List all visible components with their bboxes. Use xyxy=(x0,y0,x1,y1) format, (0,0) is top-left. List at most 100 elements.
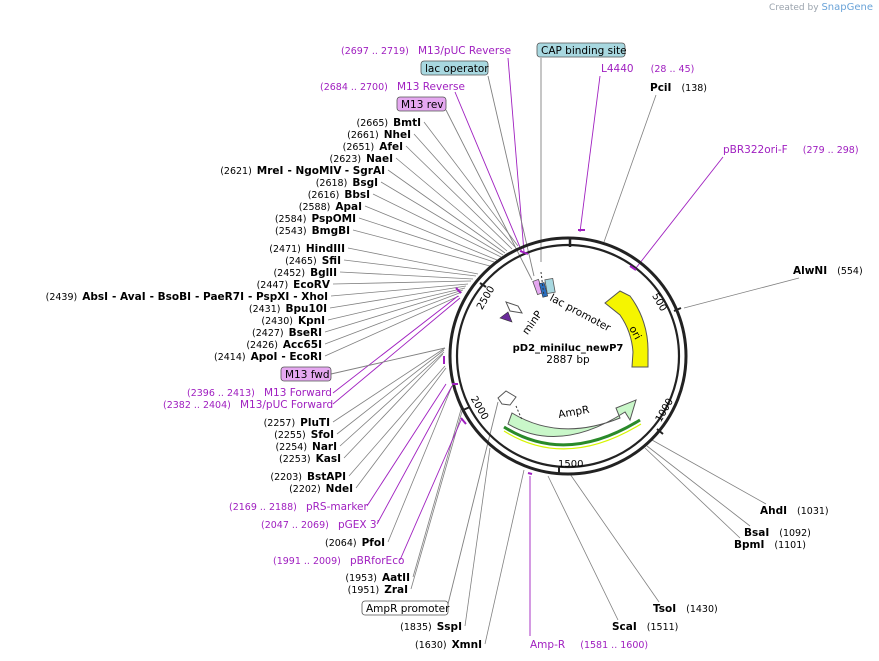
restriction-site-14[interactable]: (2439)AbsI- AvaI- BsoBI- PaeR7I- PspXI- … xyxy=(46,291,328,303)
cap-binding-site-label: CAP binding site xyxy=(541,45,627,57)
leader-line-left-28 xyxy=(410,407,464,590)
leader-line-left-24 xyxy=(348,365,446,477)
primer-ring-marks xyxy=(443,229,637,475)
restriction-site-8[interactable]: (2584)PspOMI xyxy=(275,213,356,225)
ampr-promoter-arrow[interactable] xyxy=(497,390,517,406)
restriction-site-23[interactable]: (2253)KasI xyxy=(279,453,341,465)
restriction-site-2[interactable]: (2651)AfeI xyxy=(343,141,403,153)
snapgene-logo-text: SnapGene xyxy=(821,2,873,13)
lac-operator-box[interactable]: lac operator xyxy=(420,60,489,76)
ori-feature-arrow[interactable] xyxy=(604,290,649,368)
snapgene-watermark: Created by SnapGene xyxy=(769,2,873,13)
restriction-site-26[interactable]: (2064)PfoI xyxy=(325,537,385,549)
ampr-promoter-box[interactable]: AmpR promoter xyxy=(361,600,450,616)
restriction-site-22[interactable]: (2254)NarI xyxy=(275,441,337,453)
leader-line-feature-2 xyxy=(579,75,601,233)
primer-amp-r[interactable]: Amp-R (1581 .. 1600) xyxy=(530,633,648,652)
leader-line-left-16 xyxy=(327,287,466,321)
ampr-feature-arrow[interactable] xyxy=(507,399,637,437)
lac-promoter-label: lac promoter xyxy=(548,292,614,334)
restriction-site-0[interactable]: (2665)BmtI xyxy=(357,117,421,129)
restriction-site-13[interactable]: (2447)EcoRV xyxy=(257,279,331,291)
restriction-site-29[interactable]: (1835)SspI xyxy=(400,621,462,633)
primer-m13puc-reverse[interactable]: (2697 .. 2719) M13/pUC Reverse xyxy=(341,39,511,58)
leader-line-left-1 xyxy=(413,133,516,248)
leader-line-left-14 xyxy=(330,283,469,297)
restriction-site-right-4[interactable]: BpmI(1101) xyxy=(734,539,806,551)
minp-feature-arrow[interactable] xyxy=(499,311,513,323)
primer-l4440[interactable]: L4440 (28 .. 45) xyxy=(601,57,694,76)
backbone-inner-ring xyxy=(455,243,681,469)
primer-pgex3[interactable]: (2047 .. 2069) pGEX 3' xyxy=(261,513,380,532)
restriction-site-right-6[interactable]: ScaI(1511) xyxy=(612,621,678,633)
restriction-site-28[interactable]: (1951)ZraI xyxy=(348,584,408,596)
m13-fwd-label: M13 fwd xyxy=(285,369,330,381)
restriction-site-right-5[interactable]: TsoI(1430) xyxy=(653,603,718,615)
m13-fwd-box[interactable]: M13 fwd xyxy=(280,366,332,382)
leader-line-feature-6 xyxy=(366,383,447,507)
restriction-site-right-0[interactable]: PciI(138) xyxy=(650,82,707,94)
restriction-site-27[interactable]: (1953)AatII xyxy=(345,572,410,584)
leader-lines xyxy=(324,57,800,645)
m13-rev-box[interactable]: M13 rev xyxy=(396,96,447,112)
restriction-site-12[interactable]: (2452)BglII xyxy=(273,267,337,279)
lac-promoter-dash xyxy=(540,271,545,297)
primer-pbr322ori-f[interactable]: pBR322ori-F (279 .. 298) xyxy=(723,138,859,157)
restriction-site-right-1[interactable]: AlwNI(554) xyxy=(793,265,863,277)
leader-line-right-0 xyxy=(603,94,657,243)
leader-line-feature-7 xyxy=(376,385,453,525)
restriction-site-1[interactable]: (2661)NheI xyxy=(347,129,411,141)
cap-binding-site-box[interactable]: CAP binding site xyxy=(536,42,627,58)
leader-line-left-19 xyxy=(324,295,460,357)
leader-line-feature-8 xyxy=(399,417,463,561)
backbone-outer-ring xyxy=(448,236,688,476)
primer-pbrforeco[interactable]: (1991 .. 2009) pBRforEco xyxy=(273,549,404,568)
restriction-site-15[interactable]: (2431)Bpu10I xyxy=(249,303,327,315)
leader-line-right-2 xyxy=(651,439,767,505)
restriction-site-6[interactable]: (2616)BbsI xyxy=(308,189,370,201)
leader-line-left-12 xyxy=(339,271,474,280)
leader-line-feature-1 xyxy=(454,91,523,253)
leader-line-left-21 xyxy=(336,349,445,435)
restriction-site-3[interactable]: (2623)NaeI xyxy=(330,153,394,165)
tick-marks xyxy=(462,239,682,473)
restriction-site-10[interactable]: (2471)HindIII xyxy=(269,243,345,255)
leader-line-left-11 xyxy=(343,259,477,277)
restriction-site-7[interactable]: (2588)ApaI xyxy=(299,201,362,213)
primer-m13-forward[interactable]: (2396 .. 2413) M13 Forward xyxy=(187,381,332,400)
leader-line-left-13 xyxy=(332,280,472,285)
restriction-site-19[interactable]: (2414)ApoI- EcoRI xyxy=(214,351,322,363)
leader-line-left-7 xyxy=(364,205,498,261)
restriction-site-30[interactable]: (1630)XmnI xyxy=(415,639,482,651)
restriction-site-right-3[interactable]: BsaI(1092) xyxy=(744,527,811,539)
leader-line-right-1 xyxy=(683,277,800,309)
restriction-site-25[interactable]: (2202)NdeI xyxy=(289,483,353,495)
lac-operator-mini-feature[interactable] xyxy=(538,282,549,298)
primer-m13-reverse[interactable]: (2684 .. 2700) M13 Reverse xyxy=(320,75,465,94)
restriction-site-16[interactable]: (2430)KpnI xyxy=(261,315,325,327)
minp-outline-arrow xyxy=(505,301,523,314)
leader-line-left-9 xyxy=(352,229,491,267)
primer-m13puc-forward[interactable]: (2382 .. 2404) M13/pUC Forward xyxy=(163,393,333,412)
restriction-site-21[interactable]: (2255)SfoI xyxy=(274,429,334,441)
restriction-site-11[interactable]: (2465)SfiI xyxy=(285,255,341,267)
m13-rev-label: M13 rev xyxy=(401,99,444,111)
lac-operator-label: lac operator xyxy=(425,63,489,75)
ampr-promoter-label: AmpR promoter xyxy=(366,603,450,615)
minp-label: minP xyxy=(520,309,545,337)
created-by-text: Created by xyxy=(769,3,819,13)
restriction-site-18[interactable]: (2426)Acc65I xyxy=(246,339,322,351)
restriction-site-5[interactable]: (2618)BsgI xyxy=(316,177,378,189)
restriction-site-17[interactable]: (2427)BseRI xyxy=(252,327,322,339)
restriction-site-4[interactable]: (2621)MreI- NgoMIV- SgrAI xyxy=(220,165,385,177)
restriction-site-right-2[interactable]: AhdI(1031) xyxy=(760,505,829,517)
leader-line-left-22 xyxy=(339,351,445,447)
plasmid-length: 2887 bp xyxy=(546,354,590,366)
cap-site-mini-feature[interactable] xyxy=(544,277,556,295)
leader-line-left-23 xyxy=(343,353,444,459)
ampr-highlight-arc xyxy=(503,423,642,450)
restriction-site-20[interactable]: (2257)PluTI xyxy=(264,417,330,429)
restriction-site-9[interactable]: (2543)BmgBI xyxy=(275,225,350,237)
primer-prs-marker[interactable]: (2169 .. 2188) pRS-marker xyxy=(229,495,369,514)
restriction-site-24[interactable]: (2203)BstAPI xyxy=(270,471,346,483)
